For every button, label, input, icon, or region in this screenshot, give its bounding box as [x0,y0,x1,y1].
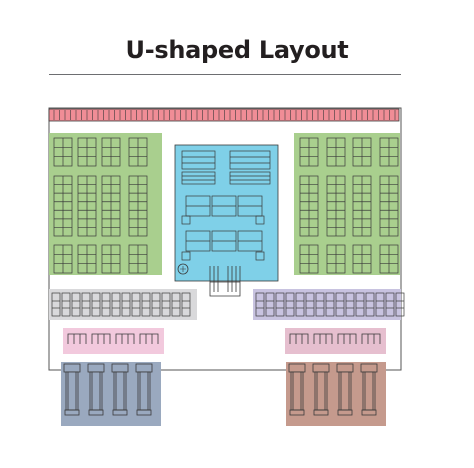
workbench [115,333,135,344]
aisle-cell [71,292,81,317]
truck-cab [63,363,81,373]
center-block [181,215,191,225]
right-bench-zone [285,328,386,354]
aisle-cell [365,292,375,317]
diagram-title: U-shaped Layout [125,36,349,64]
aisle-cell [101,292,111,317]
right-dock-zone [286,362,386,426]
aisle-cell [81,292,91,317]
aisle-cell [141,292,151,317]
truck-cab [87,363,105,373]
center-round-marker [177,263,189,275]
aisle-cell [395,292,405,317]
workbench [289,333,309,344]
workbench [139,333,159,344]
aisle-cell [375,292,385,317]
center-block [181,251,191,261]
aisle-cell [151,292,161,317]
center-block [255,215,265,225]
aisle-cell [51,292,61,317]
truck-cab [336,363,354,373]
aisle-cell [265,292,275,317]
aisle-cell [111,292,121,317]
workbench [337,333,357,344]
aisle-cell [161,292,171,317]
aisle-cell [275,292,285,317]
aisle-cell [345,292,355,317]
aisle-cell [91,292,101,317]
title-underline [49,74,401,75]
aisle-cell [61,292,71,317]
aisle-cell [315,292,325,317]
left-aisle-band [49,289,197,320]
aisle-cell [355,292,365,317]
center-block [255,251,265,261]
aisle-cell [255,292,265,317]
truck-bumper [112,409,128,416]
right-racking-zone [294,133,400,275]
truck-cab [135,363,153,373]
workbench [91,333,111,344]
aisle-cell [121,292,131,317]
aisle-cell [171,292,181,317]
truck-cab [111,363,129,373]
aisle-cell [335,292,345,317]
aisle-cell [305,292,315,317]
truck-bumper [136,409,152,416]
truck-bumper [361,409,377,416]
center-zone [174,144,279,297]
left-dock-zone [61,362,161,426]
workbench [67,333,87,344]
truck-cab [288,363,306,373]
rack-cell [181,171,216,185]
aisle-cell [181,292,191,317]
left-racking-zone [49,133,162,275]
aisle-cell [131,292,141,317]
rack-cell [181,150,216,170]
truck-bumper [64,409,80,416]
aisle-cell [385,292,395,317]
right-aisle-band [253,289,405,320]
rack-cell [229,150,271,170]
truck-bumper [337,409,353,416]
center-conveyor [209,266,241,297]
aisle-cell [295,292,305,317]
top-strip [48,108,400,122]
truck-bumper [289,409,305,416]
aisle-cell [325,292,335,317]
truck-bumper [88,409,104,416]
rack-cell [229,171,271,185]
left-bench-zone [63,328,164,354]
truck-cab [312,363,330,373]
truck-cab [360,363,378,373]
truck-bumper [313,409,329,416]
aisle-cell [285,292,295,317]
workbench [361,333,381,344]
workbench [313,333,333,344]
